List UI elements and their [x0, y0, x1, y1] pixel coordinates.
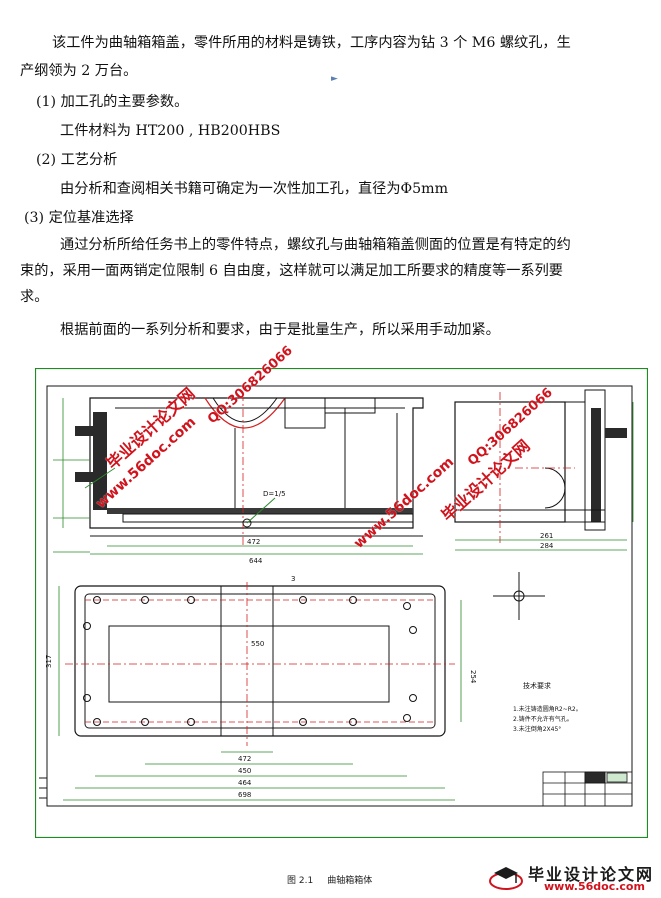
mortarboard-icon	[489, 867, 523, 890]
heading-datum-selection: (3) 定位基准选择	[24, 210, 134, 226]
dim-label: 698	[238, 791, 251, 799]
technical-notes: 技术要求 1.未注铸造圆角R2~R2。 2.铸件不允许有气孔。 3.未注倒角2X…	[513, 681, 582, 733]
dim-label: 464	[238, 779, 252, 787]
center-cross-mark	[493, 572, 545, 620]
dim-label: 450	[238, 767, 251, 775]
paragraph-datum-line2: 束的，采用一面两销定位限制 6 自由度，这样就可以满足加工所要求的精度等一系列要	[20, 263, 563, 279]
front-section-view: D=1/5 472 644	[53, 393, 424, 565]
heading-process-analysis: (2) 工艺分析	[36, 152, 118, 168]
dim-label: 317	[45, 655, 53, 668]
paragraph-hole-diameter: 由分析和查阅相关书籍可确定为一次性加工孔，直径为Φ5mm	[60, 181, 449, 197]
drawing-inner-frame	[46, 385, 633, 807]
figure-title: 曲轴箱箱体	[327, 876, 373, 886]
dim-label: 3	[291, 575, 295, 583]
logo-name: 毕业设计论文网	[528, 865, 655, 884]
plan-view: 550 3 472 450 464 698 317 254	[45, 575, 477, 801]
drawing-svg: D=1/5 472 644 261 284	[34, 367, 649, 839]
figure-caption: 图 2.1 曲轴箱箱体	[287, 873, 372, 886]
paragraph-datum-line3: 求。	[20, 289, 49, 305]
svg-text:D=1/5: D=1/5	[263, 490, 286, 498]
site-logo: 毕业设计论文网 www.56doc.com	[486, 859, 656, 895]
engineering-drawing: D=1/5 472 644 261 284	[34, 343, 649, 839]
heading-main-parameters: (1) 加工孔的主要参数。	[36, 94, 189, 110]
note-line: 2.铸件不允许有气孔。	[513, 715, 573, 723]
dim-label: 261	[540, 532, 553, 540]
notes-title: 技术要求	[523, 681, 551, 690]
paragraph-datum-line1: 通过分析所给任务书上的零件特点，螺纹孔与曲轴箱箱盖侧面的位置是有特定的约	[60, 237, 571, 253]
dim-label: 644	[249, 557, 263, 565]
note-line: 3.未注倒角2X45°	[513, 725, 561, 733]
text-cursor-marker: ►	[331, 74, 338, 84]
drawing-outer-frame	[34, 367, 649, 839]
note-line: 1.未注铸造圆角R2~R2。	[513, 705, 582, 713]
logo-url: www.56doc.com	[544, 880, 645, 893]
dim-label: 550	[251, 640, 264, 648]
dim-label: 472	[238, 755, 251, 763]
paragraph-material: 工件材料为 HT200 , HB200HBS	[60, 123, 281, 139]
dim-label: 284	[540, 542, 554, 550]
paragraph-clamping: 根据前面的一系列分析和要求，由于是批量生产，所以采用手动加紧。	[60, 322, 500, 338]
paragraph-intro-line1: 该工件为曲轴箱箱盖，零件所用的材料是铸铁，工序内容为钻 3 个 M6 螺纹孔，生	[52, 35, 571, 51]
dim-label: 254	[469, 670, 477, 684]
dim-label: 472	[247, 538, 260, 546]
figure-number: 图 2.1	[287, 876, 314, 886]
side-section-view: 261 284	[454, 389, 634, 551]
title-block	[542, 771, 633, 807]
paragraph-intro-line2: 产纲领为 2 万台。	[20, 63, 138, 79]
